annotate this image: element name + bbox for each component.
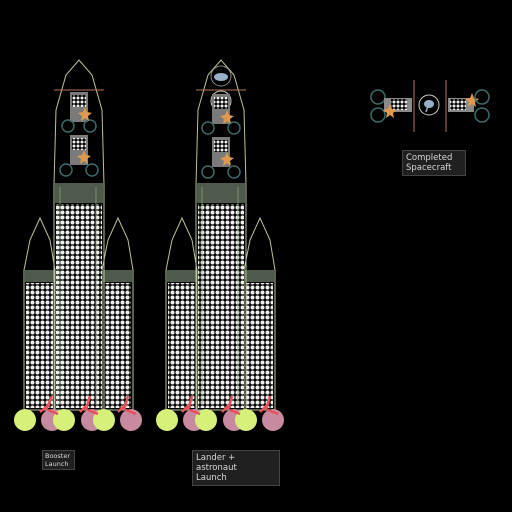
payload-module-lower [59,135,99,177]
solar-panel-icon [220,152,234,166]
lander-launch-label: Lander + astronaut Launch [192,450,280,486]
side-booster-right [243,216,276,411]
rocket-engine-icon [156,395,284,431]
lander-rocket[interactable] [156,59,284,431]
solar-panel-icon [220,110,234,124]
docking-ring-icon [418,94,440,116]
rocket-engine-icon [14,395,142,431]
payload-module-upper [201,94,241,135]
side-booster-right [101,216,134,411]
payload-module-upper [61,92,97,133]
completed-spacecraft-label: Completed Spacecraft [402,150,466,176]
astronaut-icon [214,73,228,81]
solar-panel-icon [465,93,479,107]
booster-launch-label: Booster Launch [42,450,75,470]
completed-spacecraft[interactable] [370,80,490,132]
payload-module-lower [201,137,241,179]
side-booster-left [165,216,198,411]
core-stage [53,59,105,411]
solar-panel-icon [77,150,91,164]
solar-panel-icon [383,104,397,118]
astronaut-icon [424,100,434,108]
solar-panel-icon [78,107,92,121]
side-booster-left [23,216,56,411]
booster-rocket[interactable] [14,59,142,431]
core-stage [195,59,247,411]
